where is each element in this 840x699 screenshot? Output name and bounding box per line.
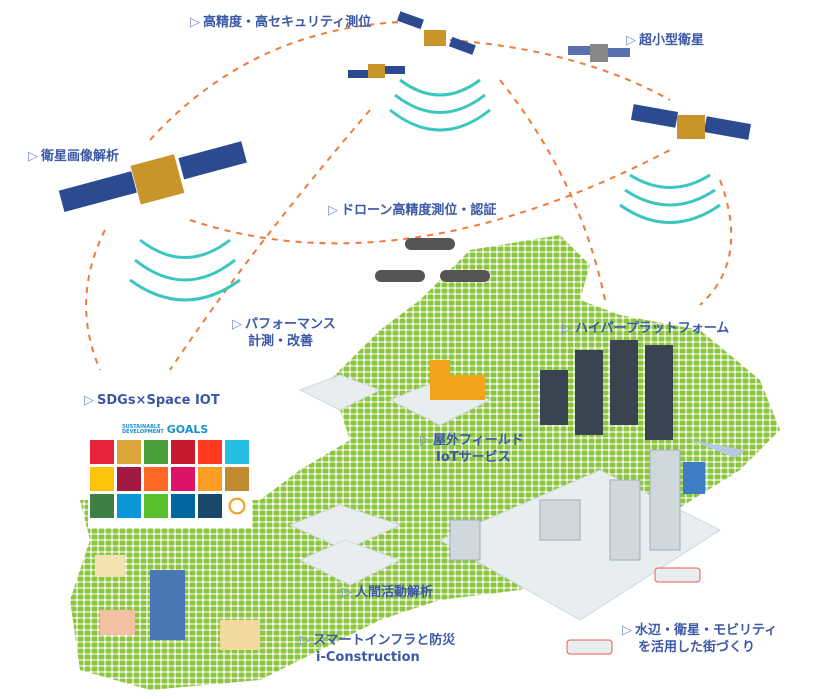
smart-infra-buildings [95, 555, 260, 650]
sdg-goal-tile [225, 467, 249, 491]
label-human-activity: ▷人間活動解析 [342, 585, 434, 600]
sdg-goal-tile [90, 440, 114, 464]
label-drone-positioning: ▷ドローン高精度測位・認証 [328, 203, 497, 218]
drone-icons [375, 238, 490, 282]
satellite-icon [397, 11, 476, 55]
label-hyper-platform: ▷ハイパープラットフォーム [562, 321, 730, 336]
sdg-goal-tile [144, 467, 168, 491]
sdg-goal-tile [198, 494, 222, 518]
label-performance: ▷パフォーマンス計測・改善 [232, 317, 336, 349]
connection-arcs [85, 21, 733, 371]
label-sdgs-space-iot: ▷SDGs×Space IOT [84, 393, 220, 408]
sdg-goal-tile [228, 497, 246, 515]
sdg-goal-tile [198, 440, 222, 464]
label-satellite-image-analysis: ▷衛星画像解析 [28, 149, 120, 164]
sdg-goal-tile [171, 467, 195, 491]
sdg-goal-tile [225, 440, 249, 464]
sdg-goal-tile [144, 494, 168, 518]
sdg-goal-tile [144, 440, 168, 464]
server-racks [540, 340, 673, 440]
sdg-goal-tile [117, 440, 141, 464]
label-town-development: ▷水辺・衛星・モビリティを活用した街づくり [622, 623, 778, 655]
japan-map [70, 235, 780, 690]
label-micro-satellite: ▷超小型衛星 [626, 33, 705, 48]
airplane-icon [690, 440, 745, 458]
sdg-goal-tile [90, 467, 114, 491]
satellite-icon [348, 64, 405, 78]
ship-icons [566, 567, 701, 655]
sdg-goal-tile [198, 467, 222, 491]
forklift-icon [430, 360, 485, 400]
sdg-goal-tile [117, 467, 141, 491]
satellite-icon [58, 141, 247, 212]
sdg-goal-tile [117, 494, 141, 518]
tablet-icon [683, 462, 705, 494]
sdg-goal-tile [171, 494, 195, 518]
satellite-icon [630, 104, 752, 140]
sdg-goal-tile [90, 494, 114, 518]
signal-waves [129, 78, 721, 302]
city-buildings [449, 449, 681, 561]
sdgs-goal-grid [90, 440, 249, 518]
label-high-precision-positioning: ▷高精度・高セキュリティ測位 [190, 15, 372, 30]
micro-satellite-icon [568, 44, 630, 62]
sdg-goal-tile [171, 440, 195, 464]
